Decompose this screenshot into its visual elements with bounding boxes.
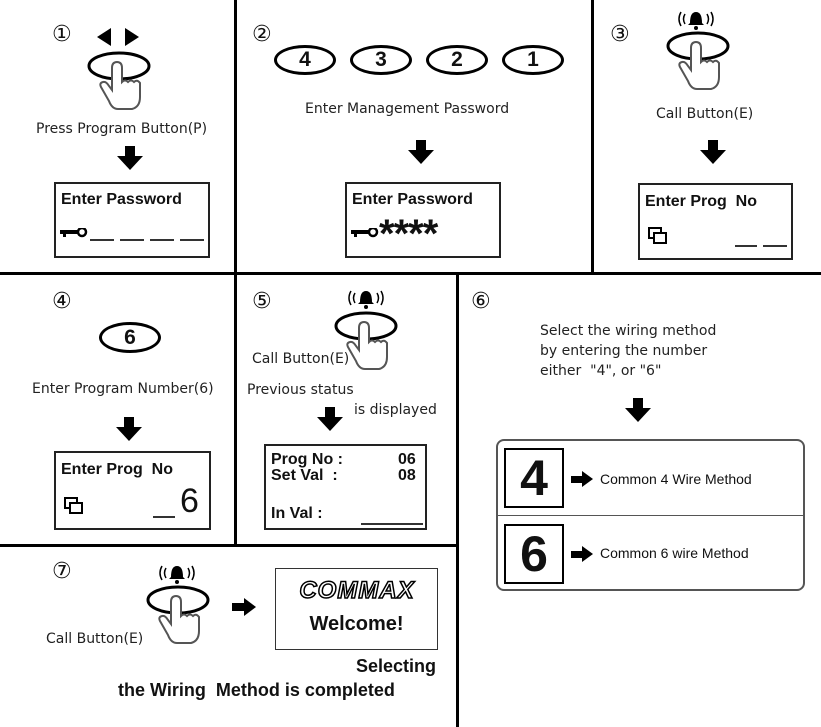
step-caption: Call Button(E) <box>252 351 350 367</box>
arrow-down-icon <box>117 146 143 170</box>
instruction-line: Select the wiring method <box>540 323 717 339</box>
method-label: Common 6 wire Method <box>600 545 749 561</box>
arrow-down-icon <box>116 417 142 441</box>
brand-text: COMMAX <box>299 577 415 604</box>
arrow-down-icon <box>317 407 343 431</box>
arrow-right-icon <box>571 471 593 487</box>
bell-ringing-icon <box>348 290 384 309</box>
key-icon <box>351 228 379 238</box>
lcd-label: Prog No : <box>271 451 343 468</box>
bell-ringing-icon <box>678 11 714 30</box>
step-caption: Enter Management Password <box>305 101 510 117</box>
lcd-title: Enter Password <box>352 191 473 208</box>
button-press-icon <box>146 585 210 644</box>
divider <box>0 272 821 275</box>
step-caption: Enter Program Number(6) <box>32 381 214 397</box>
copy-icon <box>648 227 667 244</box>
lcd-display: Enter Prog No 6 <box>54 451 211 530</box>
lcd-display: Enter Password **** <box>345 182 501 258</box>
left-right-arrows-icon <box>97 28 139 46</box>
completion-text: Selecting <box>356 656 437 676</box>
instruction-line: by entering the number <box>540 343 708 359</box>
lcd-label: In Val : <box>271 505 323 522</box>
commax-logo: COMMAX <box>282 575 432 605</box>
copy-icon <box>64 497 83 514</box>
digit-bubble: 1 <box>502 45 564 75</box>
lcd-label: Set Val : <box>271 467 338 484</box>
value-blank <box>153 516 175 518</box>
status-caption: is displayed <box>354 402 437 418</box>
digit-bubble: 6 <box>99 322 161 353</box>
lcd-display: Enter Password <box>54 182 210 258</box>
bell-ringing-icon <box>159 565 195 584</box>
lcd-title: Enter Prog No <box>645 193 758 210</box>
step-caption: Call Button(E) <box>656 106 754 122</box>
digit-bubble: 2 <box>426 45 488 75</box>
divider <box>591 0 594 275</box>
lcd-display: Prog No : 06 Set Val : 08 In Val : <box>264 444 427 530</box>
step-number: ② <box>252 22 272 47</box>
method-key-box: 4 <box>504 448 564 508</box>
method-options-panel <box>496 439 805 591</box>
welcome-display: COMMAX Welcome! <box>275 568 438 650</box>
button-press-icon <box>666 31 730 90</box>
lcd-title: Enter Password <box>61 191 182 208</box>
arrow-down-icon <box>408 140 434 164</box>
arrow-right-icon <box>232 598 256 616</box>
method-key-box: 6 <box>504 524 564 584</box>
digit-bubble: 3 <box>350 45 412 75</box>
step-number: ④ <box>52 289 72 314</box>
status-caption: Previous status <box>247 382 354 398</box>
value-blank <box>361 523 423 525</box>
divider <box>0 544 459 547</box>
welcome-text: Welcome! <box>309 613 404 635</box>
option-divider <box>498 515 803 516</box>
method-label: Common 4 Wire Method <box>600 471 752 487</box>
arrow-down-icon <box>700 140 726 164</box>
step-caption: Call Button(E) <box>46 631 144 647</box>
lcd-value: 6 <box>180 482 199 520</box>
value-blanks <box>735 245 787 247</box>
instruction-line: either "4", or "6" <box>540 363 662 379</box>
password-blanks <box>90 239 204 241</box>
arrow-right-icon <box>571 546 593 562</box>
key-icon <box>60 228 88 238</box>
lcd-title: Enter Prog No <box>61 461 174 478</box>
button-press-icon <box>87 51 151 110</box>
button-press-icon <box>334 311 398 370</box>
lcd-stars: **** <box>379 212 438 256</box>
step-caption: Press Program Button(P) <box>36 121 208 137</box>
digit-bubble: 4 <box>274 45 336 75</box>
lcd-display: Enter Prog No <box>638 183 793 260</box>
step-number: ⑤ <box>252 289 272 314</box>
step-number: ① <box>52 22 72 47</box>
divider <box>234 0 237 545</box>
lcd-value: 08 <box>398 467 416 484</box>
divider <box>456 275 459 727</box>
completion-text: the Wiring Method is completed <box>118 680 395 700</box>
step-number: ③ <box>610 22 630 47</box>
step-number: ⑦ <box>52 559 72 584</box>
lcd-value: 06 <box>398 451 416 468</box>
arrow-down-icon <box>625 398 651 422</box>
step-number: ⑥ <box>471 289 491 314</box>
